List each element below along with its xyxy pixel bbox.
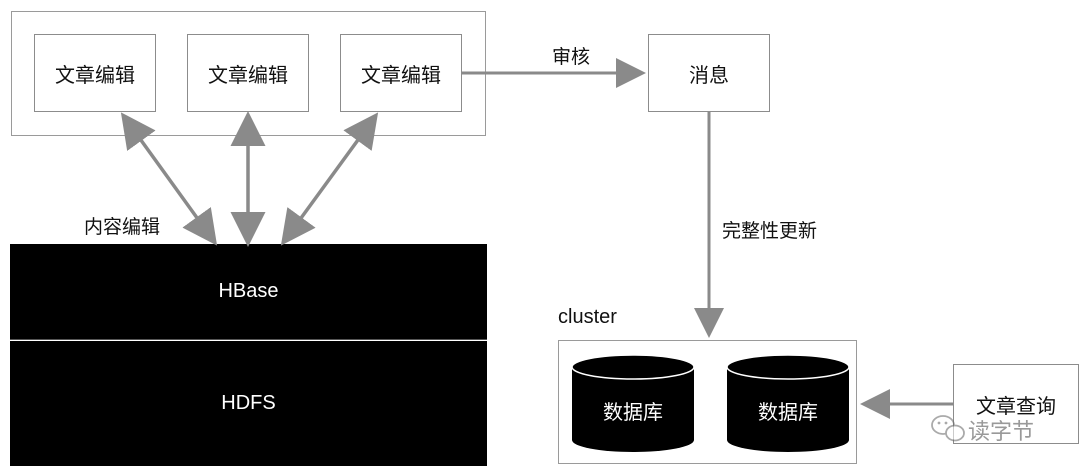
wechat-icon: [931, 415, 965, 442]
database-label-1: 数据库: [603, 399, 663, 424]
hdfs-label: HDFS: [221, 392, 276, 414]
watermark-text: 读字节: [968, 420, 1035, 445]
query-label: 文章查询: [976, 393, 1056, 418]
message-box: 消息: [648, 34, 770, 112]
message-label: 消息: [689, 62, 729, 87]
database-label-2: 数据库: [758, 399, 818, 424]
editor-box-1: 文章编辑: [34, 34, 156, 112]
hbase-layer: HBase: [10, 244, 487, 340]
database-cylinder-2: [726, 354, 850, 452]
integrity-update-label: 完整性更新: [722, 220, 818, 242]
editor-label: 文章编辑: [55, 62, 135, 87]
hdfs-layer: HDFS: [10, 341, 487, 466]
hbase-label: HBase: [218, 280, 279, 302]
cluster-title: cluster: [558, 306, 617, 328]
review-label: 审核: [552, 46, 591, 68]
query-box: 文章查询: [953, 364, 1079, 444]
editor-label: 文章编辑: [361, 62, 441, 87]
editor-box-3: 文章编辑: [340, 34, 462, 112]
edit-arrow-1: [120, 112, 218, 246]
editor-label: 文章编辑: [208, 62, 288, 87]
editor-box-2: 文章编辑: [187, 34, 309, 112]
edit-arrow-3: [280, 112, 379, 246]
database-cylinder-1: [571, 354, 695, 452]
